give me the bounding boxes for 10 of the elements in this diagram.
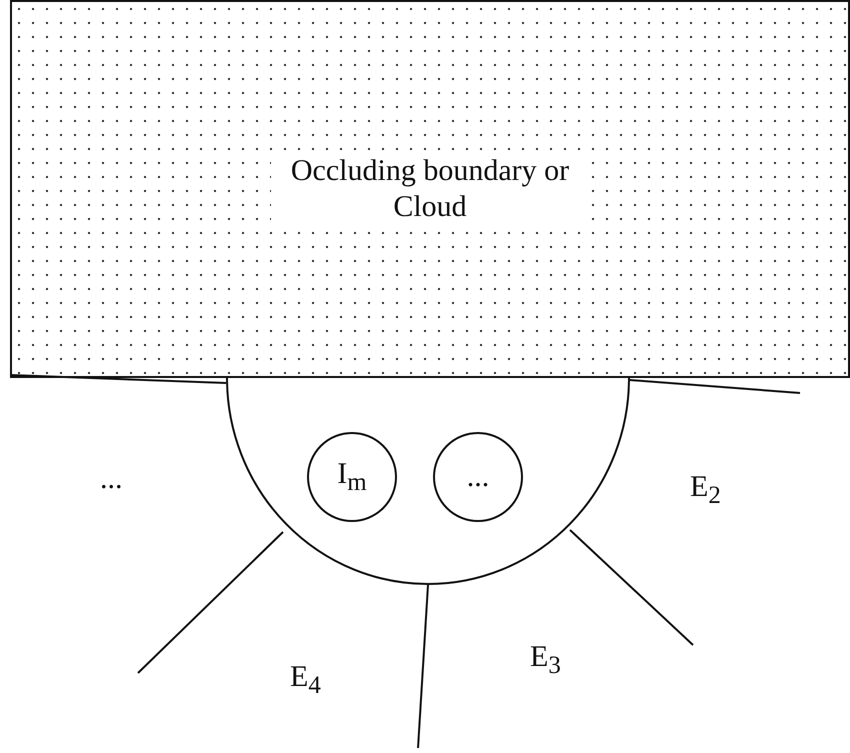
region-label: E$_{3}$ <box>530 640 561 680</box>
region-label: E$_{2}$ <box>690 470 721 510</box>
node-label: ... <box>466 460 490 494</box>
region-label: E$_{4}$ <box>290 660 321 700</box>
circle-node <box>307 432 397 522</box>
node-label: I$_{m}$ <box>337 457 367 497</box>
semicircle-shape <box>226 378 630 585</box>
ellipsis-label: ... <box>100 462 122 496</box>
dotted-region <box>10 0 850 378</box>
circle-node <box>433 432 523 522</box>
